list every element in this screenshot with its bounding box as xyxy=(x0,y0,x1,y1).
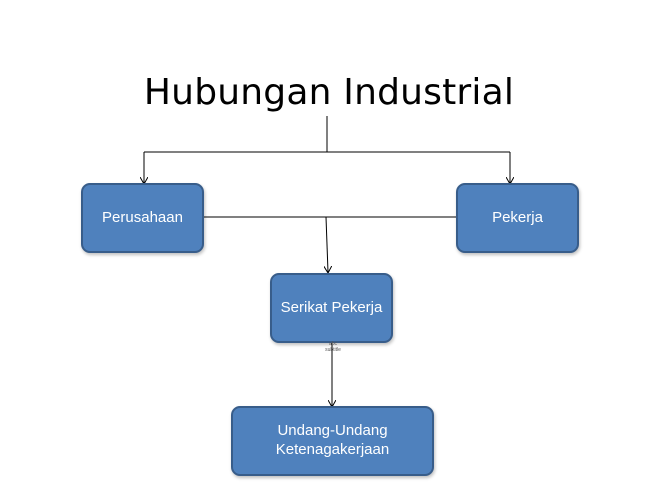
node-undang-undang[interactable]: Undang-Undang Ketenagakerjaan xyxy=(231,406,434,476)
tiny-label-line2: subtitle xyxy=(325,347,341,353)
node-undang-undang-line1: Undang-Undang xyxy=(277,422,388,440)
node-perusahaan-label: Perusahaan xyxy=(102,208,183,226)
diagram-title: Hubungan Industrial xyxy=(143,72,515,113)
node-pekerja[interactable]: Pekerja xyxy=(456,183,579,253)
tiny-connector-label: abc subtitle xyxy=(318,341,348,353)
node-pekerja-label: Pekerja xyxy=(492,208,543,226)
node-perusahaan[interactable]: Perusahaan xyxy=(81,183,204,253)
node-serikat-pekerja-label: Serikat Pekerja xyxy=(280,298,383,316)
arrow-to-serikat xyxy=(326,216,328,272)
node-serikat-pekerja[interactable]: Serikat Pekerja xyxy=(270,273,393,343)
node-undang-undang-label: Undang-Undang Ketenagakerjaan xyxy=(276,422,389,460)
tiny-label-line1: abc xyxy=(328,341,338,347)
node-undang-undang-line2: Ketenagakerjaan xyxy=(275,441,390,458)
